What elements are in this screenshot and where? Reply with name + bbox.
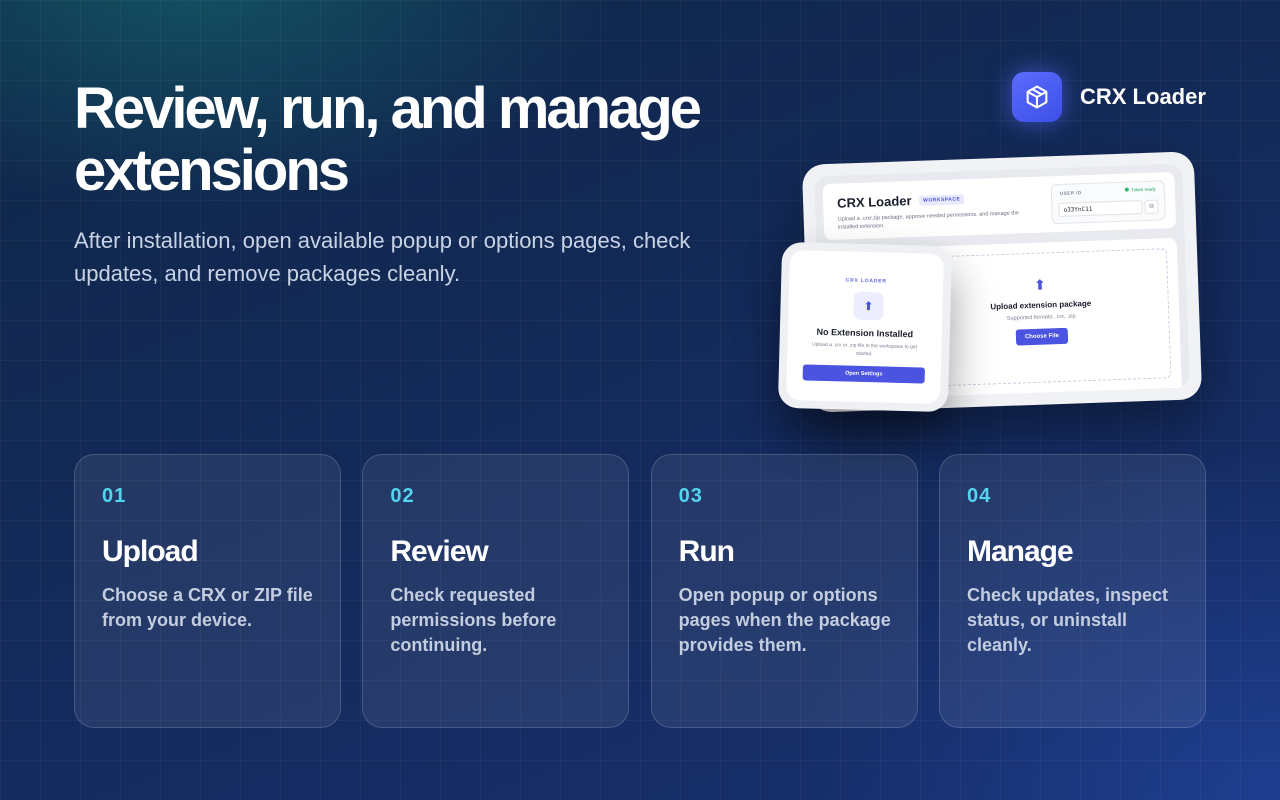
hero-subtitle: After installation, open available popup… <box>74 228 691 286</box>
step-card-manage: 04 Manage Check updates, inspect status,… <box>938 454 1206 728</box>
step-card-review: 02 Review Check requested permissions be… <box>362 454 630 728</box>
mock-user-id-field: o33YnC11 <box>1058 200 1143 217</box>
step-number: 02 <box>390 485 415 507</box>
mock-open-settings-button: Open Settings <box>802 364 925 384</box>
step-description: Choose a CRX or ZIP file from your devic… <box>102 585 313 630</box>
step-description: Check updates, inspect status, or uninst… <box>966 585 1169 655</box>
mock-popup-window: CRX LOADER ⬆ No Extension Installed Uplo… <box>777 241 953 413</box>
copy-icon: ⧉ <box>1144 199 1159 214</box>
step-description: Open popup or options pages when the pac… <box>678 585 891 655</box>
mock-user-id-box: USER ID Token ready o33YnC11 ⧉ <box>1050 180 1166 225</box>
step-number: 03 <box>678 485 703 507</box>
hero-title: Review, run, and manage extensions <box>74 76 702 203</box>
brand: CRX Loader <box>1012 72 1206 122</box>
step-card-upload: 01 Upload Choose a CRX or ZIP file from … <box>74 454 341 728</box>
step-number: 01 <box>102 485 127 507</box>
mock-token-text: Token ready <box>1131 186 1156 193</box>
brand-name: CRX Loader <box>1080 84 1206 109</box>
package-box-icon <box>1012 72 1062 122</box>
step-number: 04 <box>966 485 992 507</box>
mock-description: Upload a .crx/.zip package, approve need… <box>837 210 1020 231</box>
step-title: Manage <box>966 535 1074 568</box>
mock-popup-label: CRX LOADER <box>845 277 887 285</box>
step-card-run: 03 Run Open popup or options pages when … <box>650 454 918 728</box>
steps-row: 01 Upload Choose a CRX or ZIP file from … <box>74 454 1206 728</box>
step-title: Review <box>390 535 488 568</box>
upload-arrow-icon: ⬆ <box>853 291 884 321</box>
mock-user-id-label: USER ID <box>1059 190 1082 196</box>
mock-header: CRX Loader WORKSPACE Upload a .crx/.zip … <box>822 171 1177 241</box>
status-dot-icon <box>1125 187 1130 192</box>
step-title: Run <box>678 535 735 568</box>
mock-token-status: Token ready <box>1125 187 1156 193</box>
step-title: Upload <box>102 535 199 568</box>
mock-popup-description: Upload a .crx or .zip file in the worksp… <box>811 341 918 358</box>
mock-popup-title: No Extension Installed <box>816 326 914 340</box>
mock-choose-file-button: Choose File <box>1015 327 1069 346</box>
step-description: Check requested permissions before conti… <box>390 585 557 655</box>
mock-title: CRX Loader <box>836 193 912 211</box>
mock-badge: WORKSPACE <box>918 194 965 206</box>
upload-arrow-icon: ⬆ <box>1033 276 1047 293</box>
